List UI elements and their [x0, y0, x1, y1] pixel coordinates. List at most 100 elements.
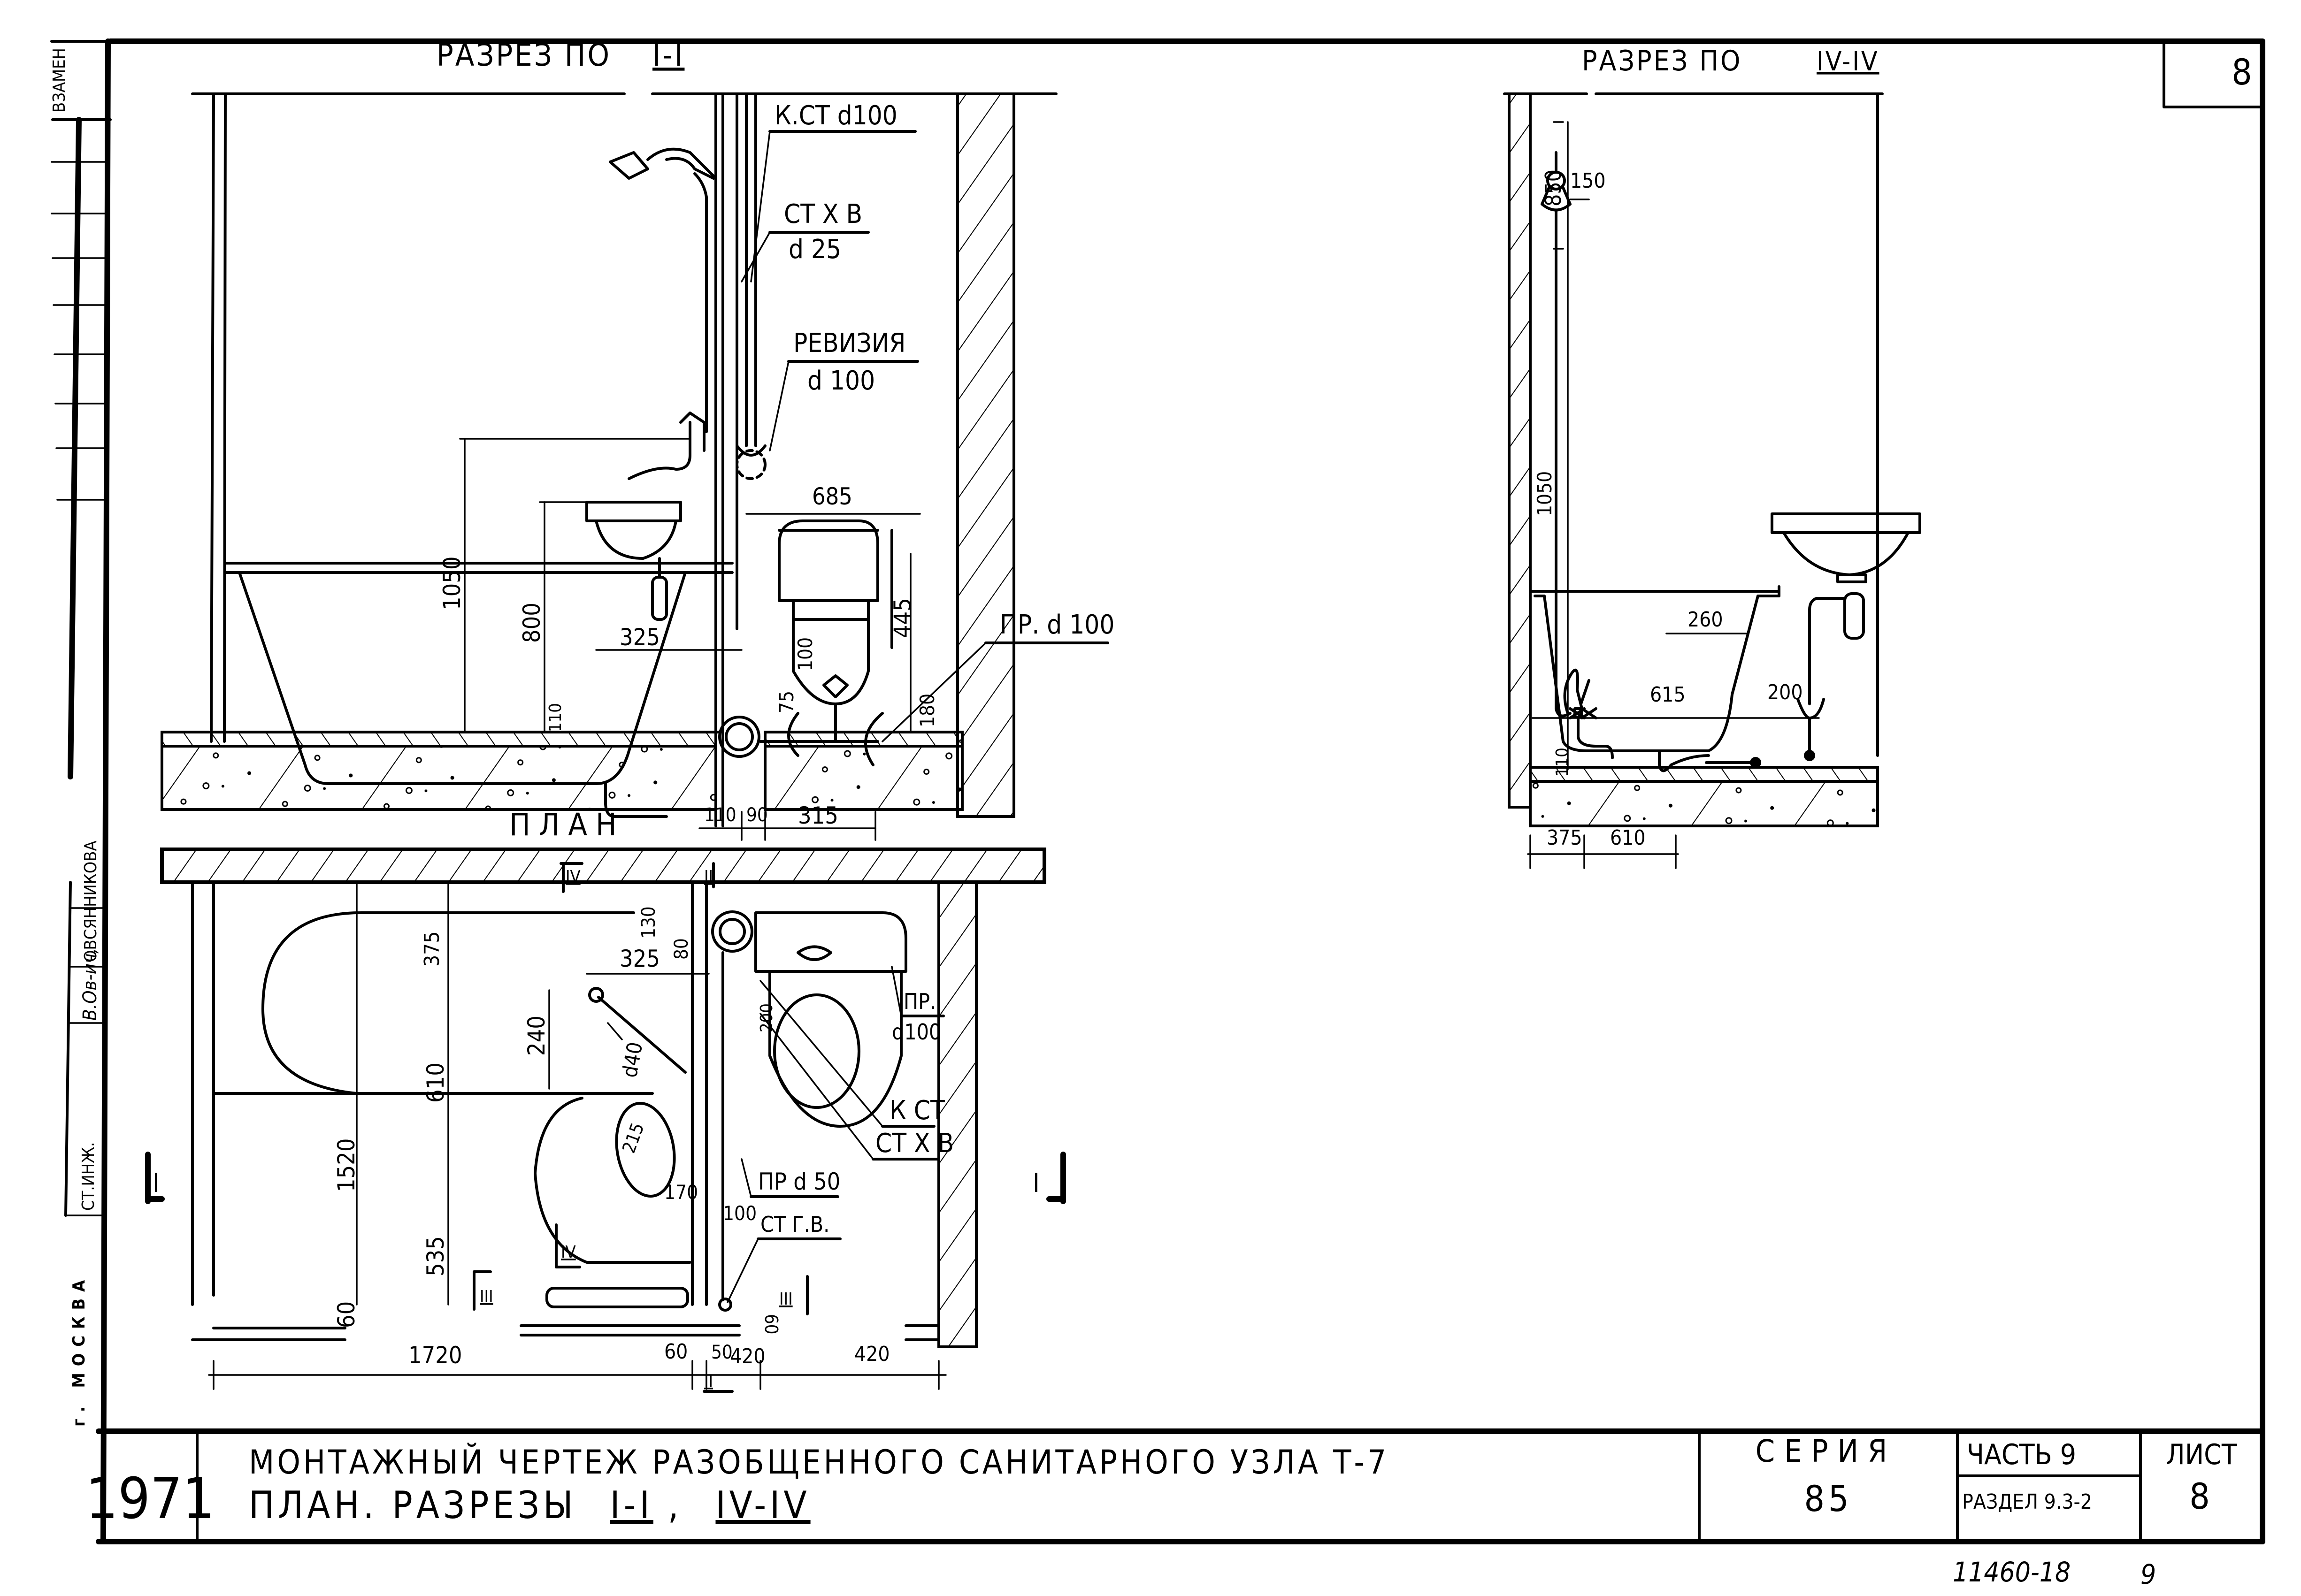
dim-615: 615	[1650, 683, 1686, 707]
dim-80: 80	[671, 938, 692, 960]
sewer-riser-label: К.СТ d100	[775, 100, 897, 131]
section-4-title: РАЗРЕЗ ПО	[1582, 45, 1742, 77]
dim-bottom-110: 110	[704, 804, 736, 826]
dim-260: 260	[1687, 608, 1723, 632]
dim-325: 325	[620, 624, 660, 651]
section-4-mark: IV-IV	[1817, 46, 1879, 77]
section-mark-iv-top: IV	[560, 862, 583, 893]
plan-drain-50-label: ПР d 50	[758, 1168, 840, 1195]
dim-bottom-50: 50	[711, 1342, 733, 1363]
plan-hot-water-label: СТ Г.В.	[760, 1212, 829, 1237]
dim-375: 375	[420, 931, 444, 967]
plan-cold-water-label: СТ Х В	[875, 1128, 954, 1159]
year-label: 1971	[86, 1466, 215, 1532]
corner-sheet-box: 8	[2163, 40, 2264, 108]
dim-bottom-375: 375	[1547, 826, 1582, 850]
dim-535: 535	[422, 1236, 449, 1276]
dim-240: 240	[523, 1016, 550, 1056]
drawing-title-line2: ПЛАН. РАЗРЕЗЫ I-I , IV-IV	[249, 1483, 811, 1527]
plan-pipe-d40: d40	[618, 1040, 647, 1079]
svg-text:IV: IV	[561, 1243, 576, 1262]
dim-110-bath: 110	[546, 703, 565, 732]
dim-325-plan: 325	[620, 945, 660, 972]
dim-bottom-315: 315	[798, 802, 838, 829]
section-mark-iii-right: III	[779, 1275, 809, 1315]
series-value: 85	[1804, 1478, 1853, 1520]
sheet-label: ЛИСТ	[2166, 1438, 2238, 1471]
section-mark-i-left: I	[145, 1152, 165, 1204]
revision-label: РЕВИЗИЯ	[793, 328, 905, 359]
shower-head-icon	[609, 147, 715, 433]
mixer-icon	[1563, 669, 1614, 759]
plan-view: ПЛАН	[145, 807, 1066, 1393]
footer-page-number: 9	[2140, 1558, 2156, 1590]
section-label: РАЗДЕЛ 9.3-2	[1962, 1490, 2092, 1514]
part-label: ЧАСТЬ 9	[1967, 1438, 2076, 1471]
dim-1520: 1520	[333, 1138, 360, 1192]
dim-bottom-1720: 1720	[408, 1342, 462, 1369]
section-mark-i-right: I	[1033, 1152, 1066, 1204]
dim-bottom-90: 90	[746, 804, 768, 826]
series-label: СЕРИЯ	[1756, 1433, 1896, 1469]
section-mark-iii-left: III	[473, 1270, 493, 1311]
section-mark-iv-bottom: IV	[555, 1223, 581, 1268]
sheet-value: 8	[2189, 1475, 2214, 1517]
dim-800: 800	[518, 603, 545, 643]
plan-cleanout-label: ПР.	[904, 989, 936, 1014]
sheet-frame	[96, 38, 2265, 1544]
svg-text:III: III	[779, 1290, 793, 1309]
dim-200-iv: 200	[1767, 680, 1803, 704]
role-label: СТ.ИНЖ.	[79, 1142, 98, 1211]
dim-445: 445	[889, 598, 916, 638]
cleanout-label: ПР. d 100	[1000, 610, 1114, 640]
dim-60-right: 60	[761, 1314, 782, 1335]
svg-text:I: I	[1033, 1168, 1040, 1199]
dim-850: 850	[1541, 169, 1566, 206]
svg-text:II: II	[704, 867, 713, 886]
sink-icon	[585, 501, 682, 621]
cold-water-riser-diameter: d 25	[789, 234, 841, 265]
section-4-4: РАЗРЕЗ ПО IV-IV	[1503, 45, 1921, 869]
dim-170: 170	[664, 1181, 698, 1204]
dim-1050: 1050	[438, 557, 466, 610]
footer-archive-number: 11460-18	[1953, 1556, 2071, 1588]
dim-100-plan: 100	[723, 1202, 757, 1225]
plan-sewer-riser-label: К СТ	[890, 1095, 945, 1126]
dim-610-plan: 610	[422, 1062, 449, 1103]
dim-200: 200	[757, 1003, 776, 1032]
shower-icon	[1541, 151, 1572, 718]
revision-diameter: d 100	[807, 366, 875, 396]
dim-130: 130	[638, 906, 660, 939]
dim-60-left: 60	[333, 1301, 360, 1328]
sink-icon	[1771, 512, 1921, 761]
section-1-title: РАЗРЕЗ ПО	[437, 37, 611, 73]
drawing-title-line1: МОНТАЖНЫЙ ЧЕРТЕЖ РАЗОБЩЕННОГО САНИТАРНОГ…	[249, 1443, 1389, 1481]
section-1-1: РАЗРЕЗ ПО I-I К.СТ d100 СТ Х В d 25	[161, 37, 1114, 841]
dim-bottom-420b: 420	[854, 1342, 890, 1366]
dim-75: 75	[775, 691, 798, 713]
dim-110-iv: 110	[1553, 748, 1572, 777]
dim-150: 150	[1570, 169, 1606, 193]
dim-100-outlet: 100	[794, 637, 817, 671]
plan-title: ПЛАН	[509, 807, 625, 843]
cold-water-riser-label: СТ Х В	[784, 199, 862, 229]
dim-bottom-610: 610	[1610, 826, 1646, 850]
section-1-mark: I-I	[652, 37, 684, 73]
plan-cleanout-diameter: d100	[892, 1019, 941, 1045]
svg-text:IV: IV	[566, 867, 581, 886]
svg-text:III: III	[480, 1287, 493, 1306]
title-block: 1971 МОНТАЖНЫЙ ЧЕРТЕЖ РАЗОБЩЕННОГО САНИТ…	[86, 1430, 2238, 1543]
corner-sheet-number: 8	[2232, 51, 2256, 93]
dim-180: 180	[916, 694, 939, 727]
left-margin-stamp: ВЗАМЕН ОВСЯННИКОВА В.Ов-ич, СТ.ИНЖ. г. М…	[50, 40, 112, 1427]
engineer-signature: В.Ов-ич,	[79, 948, 101, 1021]
replaces-label: ВЗАМЕН	[50, 48, 69, 113]
engineer-name: ОВСЯННИКОВА	[81, 840, 100, 962]
dim-bottom-420a: 420	[730, 1344, 766, 1368]
svg-text:I: I	[153, 1168, 160, 1199]
dim-685: 685	[812, 483, 852, 510]
dim-215: 215	[618, 1120, 648, 1156]
section-mark-ii-top: II	[704, 862, 715, 888]
dim-1050-iv: 1050	[1533, 471, 1556, 516]
